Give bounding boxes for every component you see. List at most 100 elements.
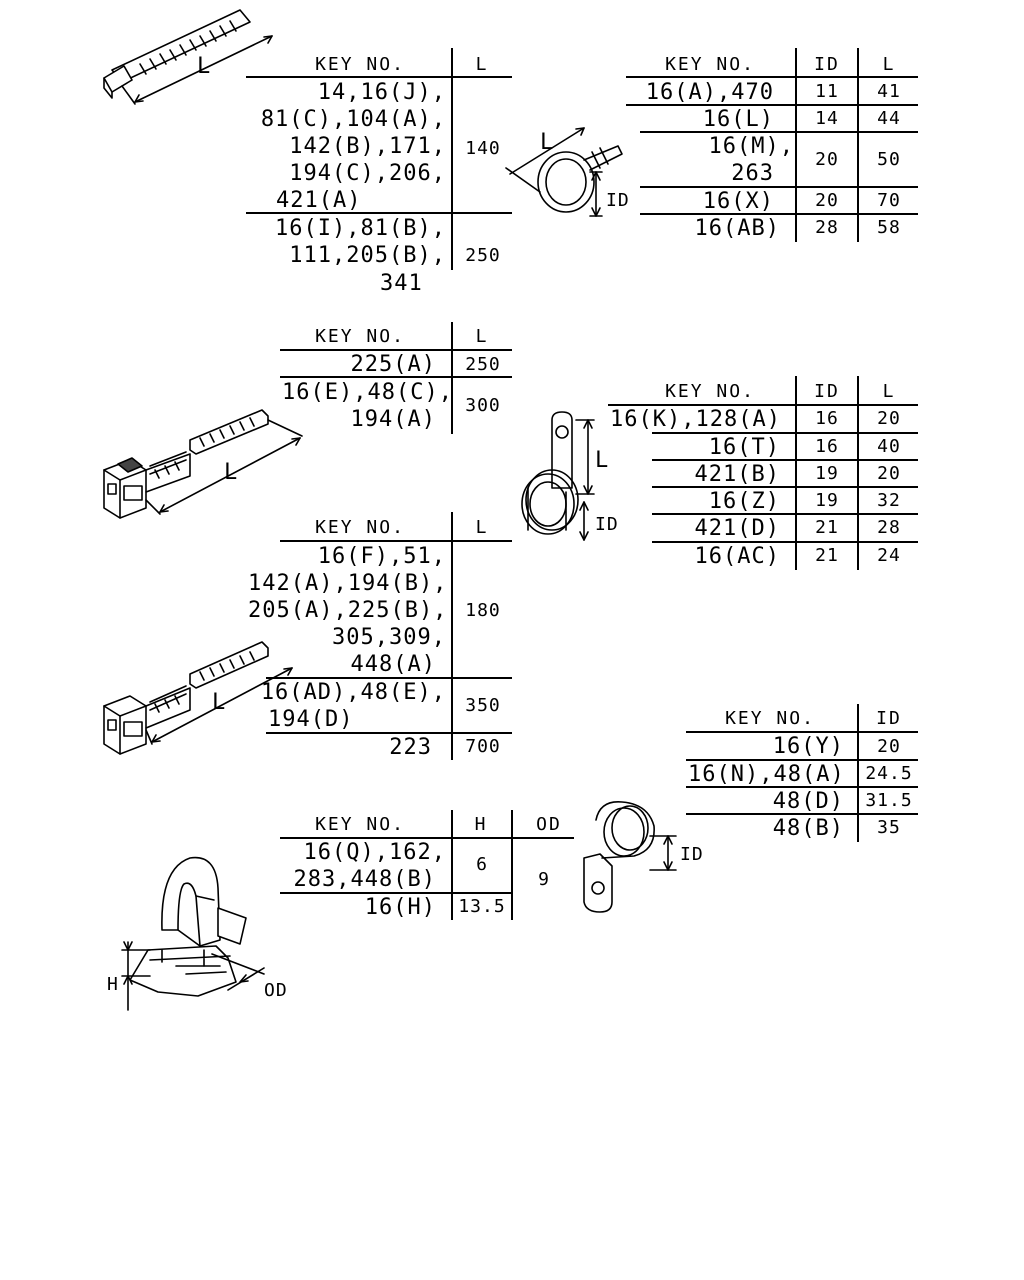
table-cell-l: 70 <box>877 190 901 211</box>
table-cell-key: 16(K),128(A) <box>610 407 781 432</box>
table-cell-key: 111,205(B), <box>289 243 446 268</box>
table-cell-key: 341 <box>380 271 423 296</box>
table-cell-key: 48(B) <box>772 816 844 841</box>
table-cell-key: 16(A),470 <box>645 80 774 105</box>
cable-tie-illustration-2 <box>103 409 303 519</box>
table-cell-l: 700 <box>465 736 501 757</box>
label-id-clamp-1: ID <box>606 190 630 211</box>
table-cell-l: 250 <box>465 354 501 375</box>
label-h-clip: H <box>107 974 119 995</box>
table-cell-l: 28 <box>877 517 901 538</box>
table-cell-key: 421(D) <box>694 516 780 541</box>
table-cell-id: 35 <box>877 817 901 838</box>
header-l: L <box>475 326 489 347</box>
table-cell-key: 205(A),225(B), <box>248 598 448 623</box>
label-l-tie-2: L <box>224 460 239 485</box>
table-cell-l: 140 <box>465 138 501 159</box>
table-cell-key: 142(A),194(B), <box>248 571 448 596</box>
table-cell-key: 16(T) <box>708 435 780 460</box>
table-cell-l: 300 <box>465 395 501 416</box>
table-cell-id: 31.5 <box>865 790 913 811</box>
table-cell-l: 44 <box>877 108 901 129</box>
table-cell-l: 40 <box>877 436 901 457</box>
table-cell-key: 16(Z) <box>708 489 780 514</box>
label-id-pclamp-2: ID <box>680 844 704 865</box>
header-l: L <box>882 54 896 75</box>
hose-clamp-illustration-1 <box>505 127 623 217</box>
header-l: L <box>882 381 896 402</box>
table-cell-id: 24.5 <box>865 763 913 784</box>
table-cell-key: 142(B),171, <box>289 134 446 159</box>
table-cell-key: 16(H) <box>364 895 436 920</box>
table-cell-l: 350 <box>465 695 501 716</box>
table-cell-id: 19 <box>815 490 839 511</box>
header-key-no: KEY NO. <box>665 54 755 75</box>
table-cell-id: 14 <box>815 108 839 129</box>
table-cell-id: 21 <box>815 517 839 538</box>
label-l-tie-1: L <box>197 54 212 79</box>
table-cell-key: 421(A) <box>276 188 362 213</box>
header-key-no: KEY NO. <box>315 517 405 538</box>
table-cell-key: 16(X) <box>702 189 774 214</box>
header-id: ID <box>814 381 840 402</box>
header-l: L <box>475 54 489 75</box>
label-od-clip: OD <box>264 980 288 1001</box>
table-cell-key: 14,16(J), <box>317 80 446 105</box>
table-cell-id: 16 <box>815 436 839 457</box>
table-cell-l: 24 <box>877 545 901 566</box>
table-cell-l: 32 <box>877 490 901 511</box>
table-cell-l: 20 <box>877 463 901 484</box>
table-cell-key: 16(M), <box>708 134 794 159</box>
p-clamp-illustration-1 <box>521 411 595 541</box>
table-cell-l: 41 <box>877 81 901 102</box>
table-cell-key: 16(I),81(B), <box>275 216 446 241</box>
cable-tie-illustration-1 <box>103 9 273 105</box>
header-key-no: KEY NO. <box>315 814 405 835</box>
table-cell-key: 225(A) <box>350 352 436 377</box>
table-cell-l: 50 <box>877 149 901 170</box>
table-cell-l: 250 <box>465 245 501 266</box>
header-od: OD <box>536 814 562 835</box>
label-l-pclamp-1: L <box>595 448 610 473</box>
header-key-no: KEY NO. <box>725 708 815 729</box>
table-cell-id: 21 <box>815 545 839 566</box>
table-cell-key: 421(B) <box>694 462 780 487</box>
table-cell-key: 16(AD),48(E), <box>260 680 446 705</box>
table-cell-key: 448(A) <box>350 652 436 677</box>
table-cell-key: 81(C),104(A), <box>260 107 446 132</box>
push-clip-illustration <box>121 856 265 1011</box>
table-cell-key: 305,309, <box>332 625 446 650</box>
table-cell-id: 16 <box>815 408 839 429</box>
cable-tie-illustration-3 <box>103 641 293 755</box>
table-cell-key: 16(Y) <box>772 734 844 759</box>
table-cell-key: 16(E),48(C), <box>282 380 453 405</box>
p-clamp-illustration-2 <box>583 801 677 913</box>
table-cell-h: 13.5 <box>458 896 506 917</box>
header-l: L <box>475 517 489 538</box>
table-cell-key: 16(F),51, <box>317 544 446 569</box>
table-cell-id: 19 <box>815 463 839 484</box>
table-cell-key: 16(L) <box>702 107 774 132</box>
header-id: ID <box>876 708 902 729</box>
table-cell-id: 20 <box>815 190 839 211</box>
table-cell-od: 9 <box>538 869 550 890</box>
label-id-pclamp-1: ID <box>595 514 619 535</box>
table-cell-key: 16(Q),162, <box>303 840 446 865</box>
label-l-clamp-1: L <box>540 130 555 155</box>
header-key-no: KEY NO. <box>315 54 405 75</box>
table-cell-key: 48(D) <box>772 789 844 814</box>
table-cell-l: 58 <box>877 217 901 238</box>
table-cell-id: 20 <box>815 149 839 170</box>
table-cell-key: 16(AC) <box>694 544 780 569</box>
table-cell-l: 180 <box>465 600 501 621</box>
table-cell-key: 16(N),48(A) <box>688 762 845 787</box>
table-cell-h: 6 <box>476 854 488 875</box>
table-cell-key: 263 <box>731 161 774 186</box>
table-cell-key: 283,448(B) <box>293 867 436 892</box>
table-cell-l: 20 <box>877 408 901 429</box>
header-key-no: KEY NO. <box>315 326 405 347</box>
table-cell-id: 28 <box>815 217 839 238</box>
header-key-no: KEY NO. <box>665 381 755 402</box>
table-cell-key: 194(D) <box>268 707 354 732</box>
